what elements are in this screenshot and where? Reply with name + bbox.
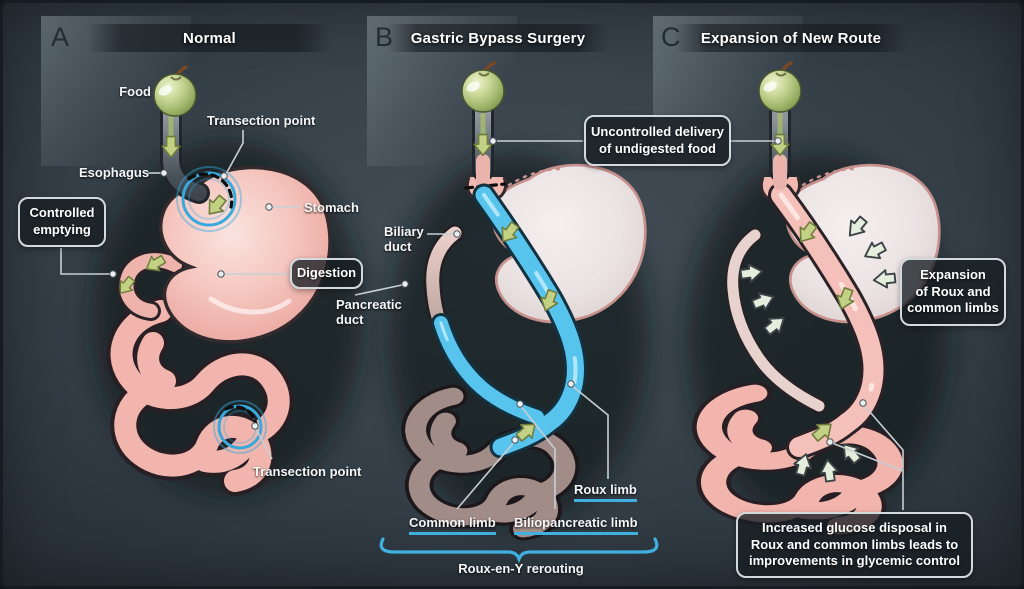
curly-brace-icon xyxy=(379,537,659,564)
food-flow-arrows-c xyxy=(770,133,858,446)
label-roux-en-y-rerouting: Roux-en-Y rerouting xyxy=(458,561,584,576)
panel-c-title: Expansion of New Route xyxy=(700,29,882,47)
panel-a-intestines xyxy=(122,311,279,481)
label-biliopancreatic-limb-text: Biliopancreatic limb xyxy=(514,515,638,535)
label-transection-point-top: Transection point xyxy=(207,113,316,128)
panel-b-title: Gastric Bypass Surgery xyxy=(410,29,586,47)
callout-digestion: Digestion xyxy=(290,258,363,289)
panel-a-letter: A xyxy=(51,22,70,52)
label-biliary-duct-line1: Biliary xyxy=(384,224,424,239)
callout-expansion-line2: of Roux and xyxy=(915,283,991,299)
callout-controlled-emptying: Controlled emptying xyxy=(18,197,106,247)
panel-a-title-band: Normal xyxy=(87,24,332,52)
panel-a-title: Normal xyxy=(183,29,236,47)
label-pancreatic-duct-line2: duct xyxy=(336,312,364,328)
expansion-arrow-icons xyxy=(738,212,897,484)
panel-c-shadow xyxy=(688,153,948,523)
callout-uncontrolled-delivery: Uncontrolled delivery of undigested food xyxy=(584,115,731,166)
panel-a-shadow xyxy=(93,140,363,496)
label-esophagus: Esophagus xyxy=(79,165,150,180)
panel-c-intestines xyxy=(709,393,890,526)
callout-increased-glucose-line2: Roux and common limbs leads to xyxy=(750,536,959,552)
label-transection-point-bottom: Transection point xyxy=(253,464,362,479)
callout-expansion-line1: Expansion xyxy=(920,266,986,282)
panel-b-duodenum xyxy=(423,224,464,344)
label-common-limb: Common limb xyxy=(409,515,496,535)
callout-expansion-line3: common limbs xyxy=(907,300,999,316)
callout-controlled-emptying-line2: emptying xyxy=(33,222,91,237)
leader-lines xyxy=(60,130,904,510)
callout-digestion-text: Digestion xyxy=(296,265,357,281)
label-roux-limb: Roux limb xyxy=(574,482,637,502)
panel-b-title-band: Gastric Bypass Surgery xyxy=(387,24,609,52)
callout-uncontrolled-delivery-line1: Uncontrolled delivery xyxy=(591,123,724,139)
staple-line-c xyxy=(801,167,857,187)
callout-expansion-roux-common: Expansion of Roux and common limbs xyxy=(900,258,1006,326)
label-stomach: Stomach xyxy=(304,200,359,215)
transection-dashes-pouch xyxy=(464,182,507,190)
label-common-limb-text: Common limb xyxy=(409,515,496,535)
panel-a-stomach xyxy=(158,165,332,344)
panel-b-intestines-bypassed xyxy=(416,396,565,529)
staple-line-b xyxy=(507,167,563,187)
callout-uncontrolled-delivery-line2: of undigested food xyxy=(599,140,716,156)
label-food: Food xyxy=(119,84,151,99)
callout-increased-glucose: Increased glucose disposal in Roux and c… xyxy=(736,512,973,578)
label-roux-limb-text: Roux limb xyxy=(574,482,637,502)
transection-ring-icon-top xyxy=(176,166,242,232)
panel-c-title-band: Expansion of New Route xyxy=(675,24,907,52)
panel-c-biliopancreatic-limb xyxy=(724,227,827,414)
panel-b-shadow xyxy=(388,153,648,523)
label-biliary-duct-line2: duct xyxy=(384,239,412,255)
food-flow-arrows-b xyxy=(473,133,562,446)
callout-increased-glucose-line1: Increased glucose disposal in xyxy=(762,519,947,535)
label-pancreatic-duct: Pancreatic duct xyxy=(336,297,402,328)
transection-ring-icon-bottom xyxy=(213,400,267,454)
panel-b-roux-limb-blue xyxy=(431,183,587,459)
panel-c-roux-limb-expanded xyxy=(768,182,887,460)
panel-b-bypassed-stomach xyxy=(491,163,647,324)
label-biliary-duct: Biliary duct xyxy=(384,224,424,255)
panel-c-gastric-pouch xyxy=(759,176,801,203)
label-biliopancreatic-limb: Biliopancreatic limb xyxy=(514,515,638,535)
label-pancreatic-duct-line1: Pancreatic xyxy=(336,297,402,312)
panel-a-duodenum xyxy=(116,250,185,321)
panel-b-gastric-pouch xyxy=(465,176,507,203)
callout-controlled-emptying-line1: Controlled xyxy=(29,205,95,221)
callout-increased-glucose-line3: improvements in glycemic control xyxy=(749,553,960,569)
